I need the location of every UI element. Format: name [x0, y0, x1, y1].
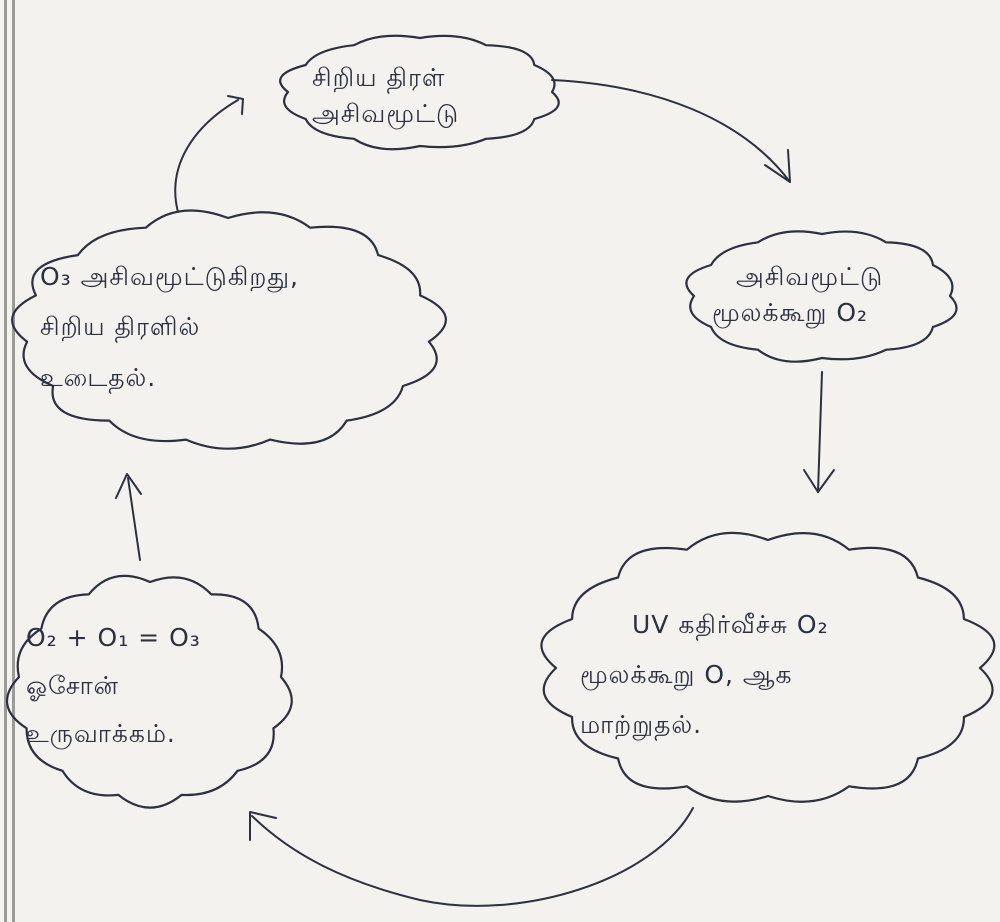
arrow-left-lower-to-left-upper-head: [115, 473, 142, 499]
arrow-top-to-right-upper-shaft: [551, 79, 791, 183]
node-left-upper-line-3: உடைதல்.: [40, 362, 157, 392]
node-top: சிறிய திரள் அசிவமூட்டு: [312, 46, 552, 146]
node-left-upper: O₃ அசிவமூட்டுகிறது, சிறிய திரளில் உடைதல்…: [40, 230, 415, 425]
node-top-line-1: சிறிய திரள்: [312, 62, 446, 92]
arrow-right-lower-to-left-lower-head: [249, 811, 277, 841]
arrow-left-upper-to-top: [174, 95, 244, 213]
node-right-lower-line-2: மூலக்கூறு O, ஆக: [580, 659, 793, 689]
node-top-line-2: அசிவமூட்டு: [312, 99, 460, 128]
arrow-right-lower-to-left-lower-shaft: [251, 807, 694, 907]
arrow-left-lower-to-left-upper-shaft: [127, 477, 141, 561]
cloud-top: [279, 34, 560, 151]
node-right-lower: UV கதிர்வீச்சு O₂ மூலக்கூறு O, ஆக மாற்று…: [580, 560, 960, 790]
node-left-lower-line-2: ஓசோன்: [26, 670, 119, 700]
arrow-right-upper-to-right-lower-shaft: [817, 371, 823, 493]
margin-line-right: [12, 0, 15, 922]
arrow-top-to-right-upper-head: [764, 149, 791, 183]
arrow-right-upper-to-right-lower: [803, 371, 835, 493]
node-right-upper-line-2: மூலக்கூறு O₂: [712, 298, 869, 327]
cloud-right-lower: [540, 531, 996, 803]
arrow-left-upper-to-top-shaft: [174, 99, 239, 213]
node-left-upper-line-2: சிறிய திரளில்: [40, 312, 201, 342]
node-left-lower: O₂ + O₁ = O₃ ஓசோன் உருவாக்கம்.: [26, 586, 276, 786]
arrow-top-to-right-upper: [551, 79, 791, 183]
margin-line-left: [4, 0, 7, 922]
cloud-right-upper: [685, 230, 958, 363]
cloud-left-upper: [11, 209, 447, 450]
arrow-right-upper-to-right-lower-head: [803, 469, 835, 493]
node-left-lower-line-3: உருவாக்கம்.: [26, 719, 176, 749]
node-right-upper: அசிவமூட்டு மூலக்கூறு O₂: [712, 240, 942, 350]
node-left-upper-line-1: O₃ அசிவமூட்டுகிறது,: [40, 262, 299, 292]
node-right-upper-line-1: அசிவமூட்டு: [736, 261, 884, 291]
cloud-left-lower: [5, 574, 293, 809]
arrow-left-upper-to-top-head: [227, 95, 244, 115]
node-left-lower-line-1: O₂ + O₁ = O₃: [26, 622, 201, 652]
node-right-lower-line-1: UV கதிர்வீச்சு O₂: [632, 609, 829, 639]
node-right-lower-line-3: மாற்றுதல்.: [580, 710, 703, 740]
arrow-left-lower-to-left-upper: [115, 473, 142, 561]
arrow-right-lower-to-left-lower: [249, 807, 694, 907]
